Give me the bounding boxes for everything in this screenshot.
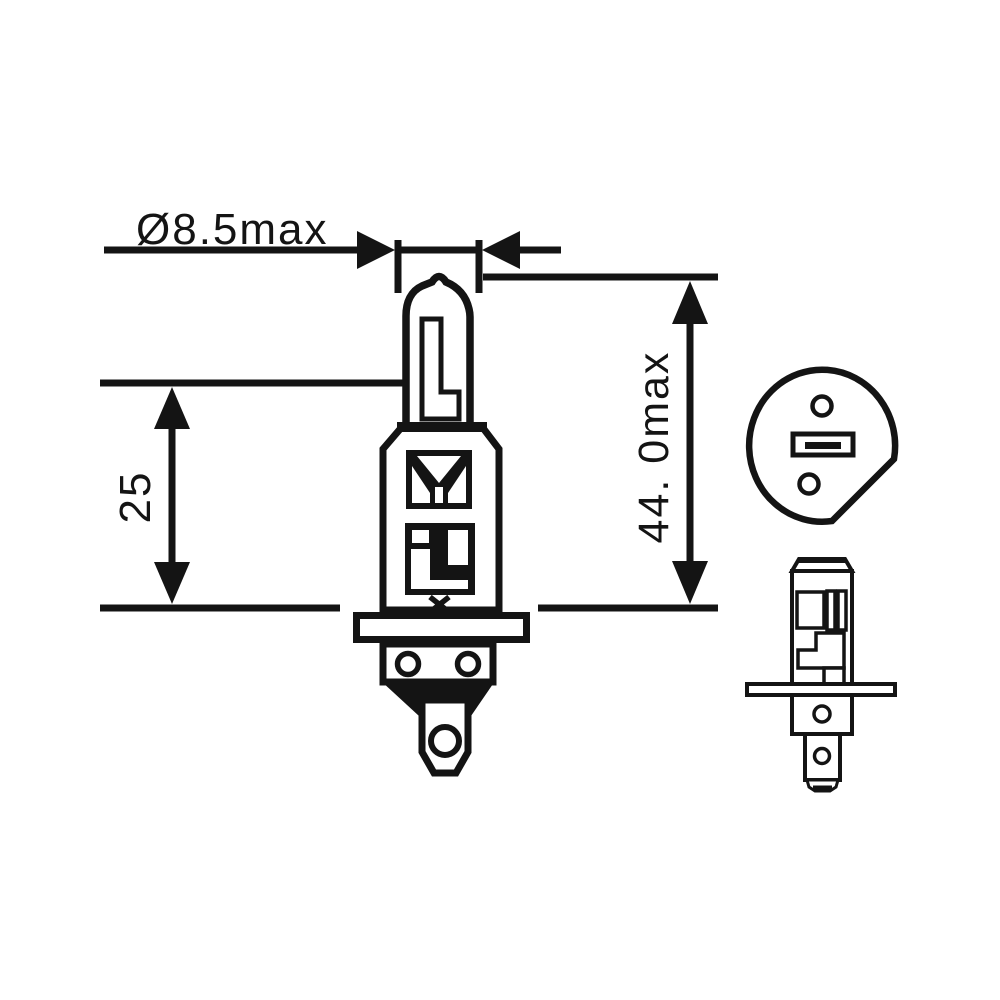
- bulb-side-view: [745, 557, 897, 793]
- side-terminal-hole: [812, 746, 832, 766]
- face-terminal-blade: [805, 442, 841, 449]
- connector-face-view: [745, 366, 899, 525]
- dimension-overall-length: 44. 0max: [630, 281, 708, 604]
- face-hole-bottom: [797, 472, 821, 496]
- maze-cavity-bottom: [411, 580, 468, 589]
- base-upper-window: [406, 450, 472, 509]
- bulb-front-view: [353, 272, 530, 777]
- filament-tube: [419, 316, 462, 422]
- funnel-channel: [435, 487, 443, 503]
- terminal-tab-hole: [428, 724, 462, 758]
- side-internal-stripe-1: [825, 589, 837, 632]
- pinch-seal: [428, 594, 451, 615]
- dimension-light-center-length: 25: [111, 387, 190, 604]
- funnel-right-cavity: [448, 466, 466, 503]
- flange: [353, 612, 530, 643]
- pinch-seal-right-line: [428, 594, 451, 615]
- side-internal-plate: [795, 590, 826, 630]
- overall-length-arrow-down-icon: [672, 561, 708, 604]
- rivet-hole-right: [454, 650, 482, 678]
- face-hole-top: [810, 394, 834, 418]
- base-shoulder-bar: [397, 422, 487, 432]
- light-center-length-label: 25: [111, 471, 160, 524]
- side-rivet-hole: [812, 704, 832, 724]
- maze-cavity-top-left: [412, 530, 429, 543]
- dimension-annotations: Ø8.5max 25 44. 0max: [100, 205, 718, 612]
- overall-length-label: 44. 0max: [630, 351, 678, 544]
- bulb-diameter-label: Ø8.5max: [136, 205, 329, 254]
- light-center-arrow-down-icon: [154, 562, 190, 604]
- side-internal-foot: [822, 666, 846, 686]
- light-center-arrow-up-icon: [154, 387, 190, 429]
- side-body-internals: [795, 589, 848, 686]
- maze-cavity-right: [448, 530, 468, 565]
- maze-cavity-left: [411, 549, 430, 580]
- rivet-hole-left: [394, 650, 422, 678]
- diameter-arrow-left-icon: [482, 231, 520, 269]
- diameter-arrow-right-icon: [357, 231, 395, 269]
- funnel-top-cavity: [417, 456, 461, 483]
- dimension-bulb-diameter: Ø8.5max: [104, 205, 561, 293]
- funnel-left-cavity: [412, 466, 430, 503]
- side-internal-step: [796, 631, 846, 670]
- overall-length-arrow-up-icon: [672, 281, 708, 324]
- side-internal-stripe-2: [836, 589, 848, 632]
- base-lower-window: [405, 523, 475, 595]
